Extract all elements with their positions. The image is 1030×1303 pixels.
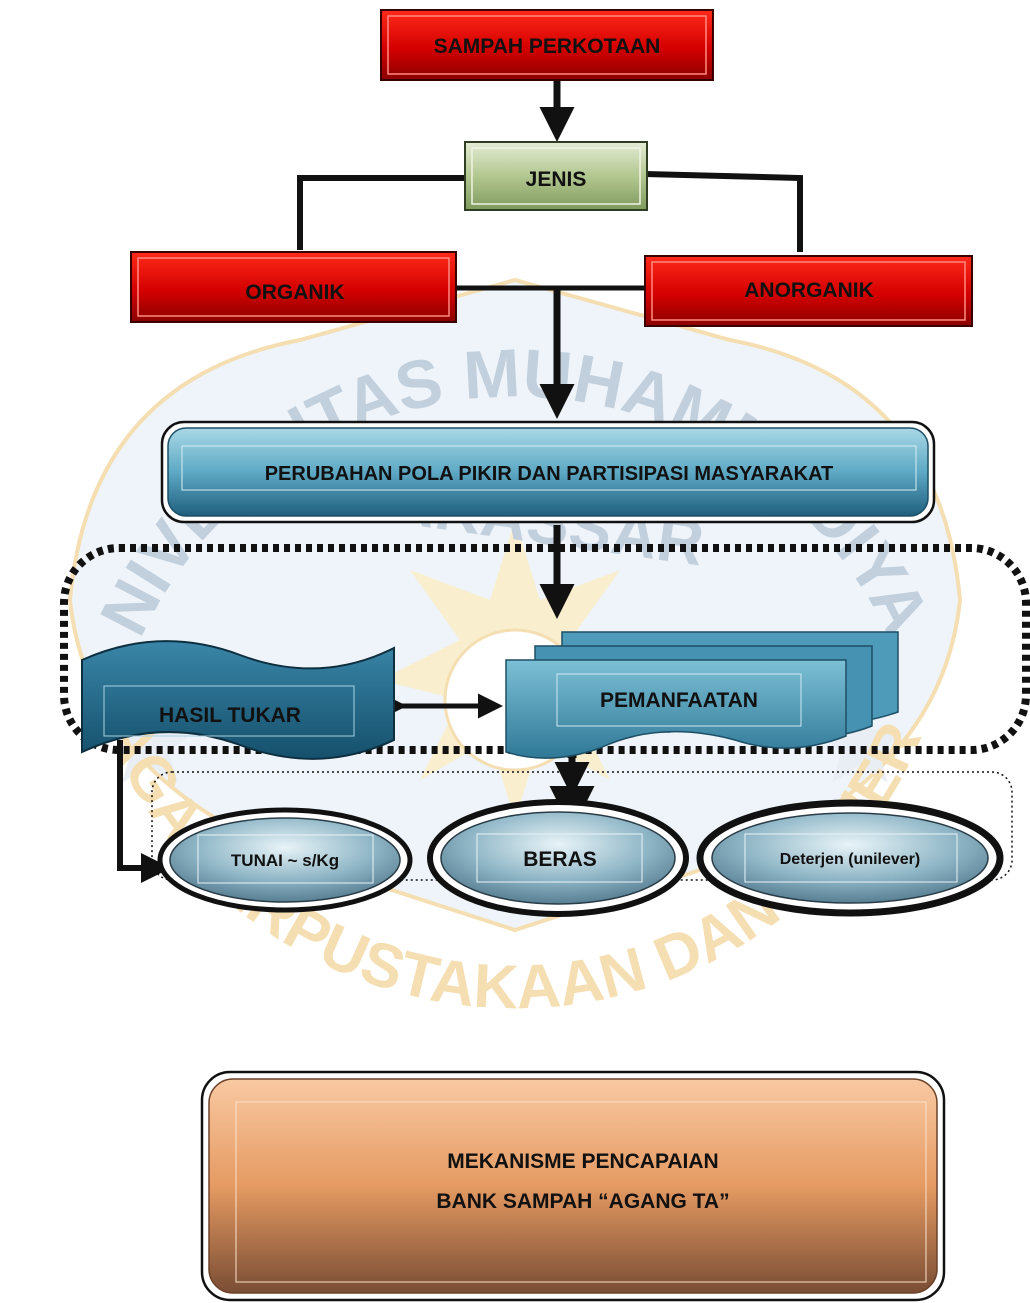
watermark-star-icon-right [816,700,904,783]
line-jenis-to-organik [297,175,470,250]
node-organik-label: ORGANIK [245,281,344,304]
node-mekanisme-line1: MEKANISME PENCAPAIAN [447,1150,718,1173]
node-perubahan: PERUBAHAN POLA PIKIR DAN PARTISIPASI MAS… [160,420,936,524]
node-hasil-tukar: HASIL TUKAR [81,640,395,760]
node-hasil-tukar-label: HASIL TUKAR [159,704,301,727]
node-organik: ORGANIK [130,251,457,323]
node-beras-label: BERAS [523,848,597,871]
node-jenis: JENIS [464,141,648,211]
node-mekanisme-line2: BANK SAMPAH “AGANG TA” [436,1190,729,1213]
node-tunai-label: TUNAI ~ s/Kg [231,851,339,870]
node-jenis-label: JENIS [526,168,587,191]
node-mekanisme: MEKANISME PENCAPAIAN BANK SAMPAH “AGANG … [200,1070,946,1302]
node-tunai: TUNAI ~ s/Kg [157,807,413,913]
node-sampah-perkotaan-label: SAMPAH PERKOTAAN [434,35,661,58]
line-jenis-to-anorganik [644,171,803,252]
watermark-star-icon-left [106,700,194,783]
node-anorganik-label: ANORGANIK [744,279,874,302]
node-anorganik: ANORGANIK [644,255,973,327]
arrow-hasiltukar-to-tunai [117,740,171,883]
node-pemanfaatan-label: PEMANFAATAN [600,689,758,712]
node-deterjen: Deterjen (unilever) [696,799,1004,917]
node-deterjen-label: Deterjen (unilever) [780,851,920,868]
node-beras: BERAS [427,799,689,917]
node-sampah-perkotaan: SAMPAH PERKOTAAN [380,9,714,81]
node-perubahan-label: PERUBAHAN POLA PIKIR DAN PARTISIPASI MAS… [265,463,834,485]
node-pemanfaatan: PEMANFAATAN [505,631,899,759]
